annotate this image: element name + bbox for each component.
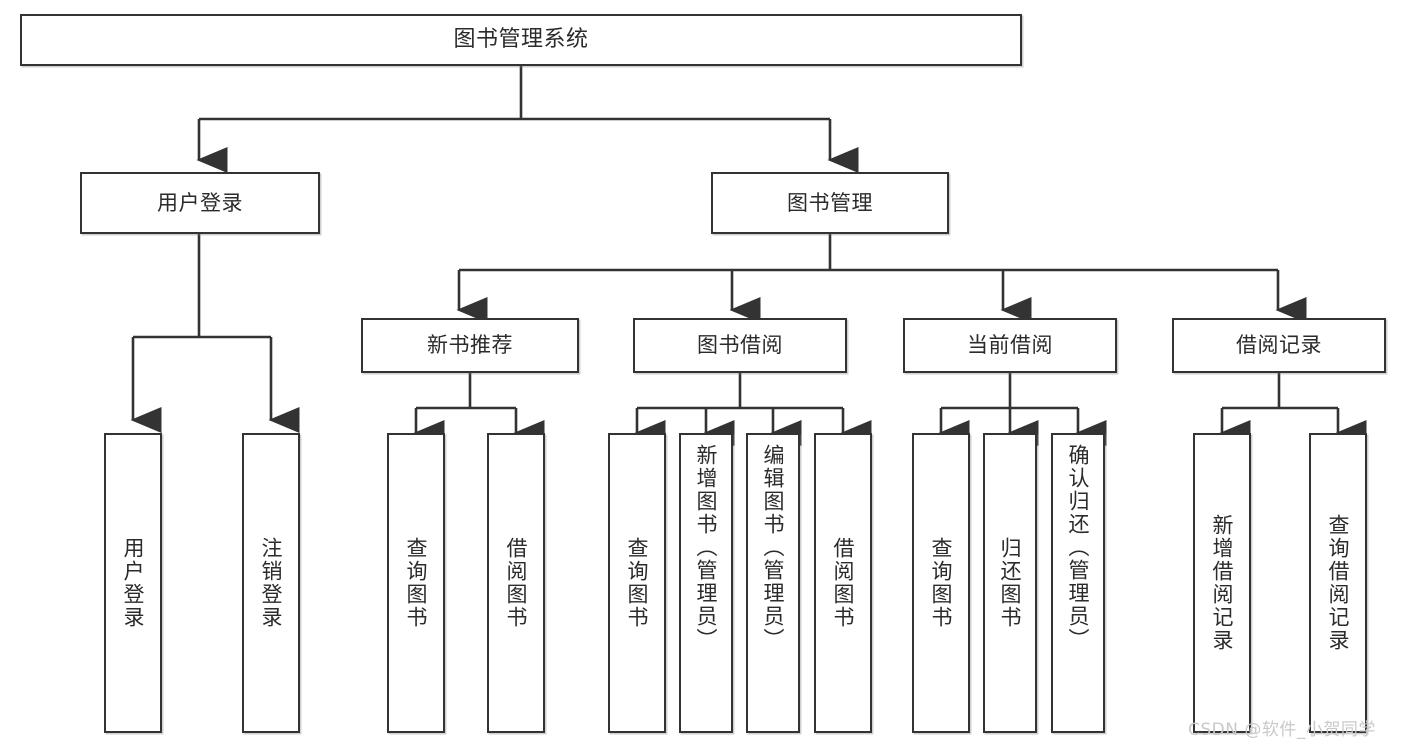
- node-label: 新增图书（管理员）: [694, 444, 719, 651]
- node-borrow-record[interactable]: 借阅记录: [1172, 318, 1386, 373]
- leaf-cb-query-book[interactable]: 查询图书: [912, 433, 970, 733]
- node-root-book-management-system[interactable]: 图书管理系统: [20, 14, 1022, 66]
- leaf-nb-query-book[interactable]: 查询图书: [387, 433, 445, 733]
- node-label: 图书管理: [787, 190, 873, 215]
- leaf-nb-borrow-book[interactable]: 借阅图书: [487, 433, 545, 733]
- leaf-bb-add-book-admin[interactable]: 新增图书（管理员）: [679, 433, 733, 733]
- node-label: 查询借阅记录: [1326, 514, 1351, 652]
- leaf-user-login[interactable]: 用户登录: [104, 433, 162, 733]
- node-new-book-recommend[interactable]: 新书推荐: [361, 318, 579, 373]
- leaf-bb-query-book[interactable]: 查询图书: [608, 433, 666, 733]
- node-label: 用户登录: [157, 190, 243, 215]
- node-label: 用户登录: [121, 537, 146, 629]
- node-label: 借阅记录: [1236, 333, 1322, 358]
- node-label: 借阅图书: [831, 537, 856, 629]
- node-label: 借阅图书: [504, 537, 529, 629]
- node-label: 当前借阅: [967, 333, 1053, 358]
- node-label: 注销登录: [259, 537, 284, 629]
- leaf-bb-edit-book-admin[interactable]: 编辑图书（管理员）: [746, 433, 800, 733]
- node-label: 查询图书: [929, 537, 954, 629]
- node-label: 归还图书: [998, 537, 1023, 629]
- leaf-cb-return-book[interactable]: 归还图书: [983, 433, 1037, 733]
- node-current-borrow[interactable]: 当前借阅: [903, 318, 1117, 373]
- leaf-logout[interactable]: 注销登录: [242, 433, 300, 733]
- leaf-br-add-record[interactable]: 新增借阅记录: [1193, 433, 1251, 733]
- node-label: 确认归还（管理员）: [1066, 444, 1091, 651]
- node-label: 编辑图书（管理员）: [761, 444, 786, 651]
- leaf-cb-confirm-return-admin[interactable]: 确认归还（管理员）: [1051, 433, 1105, 733]
- node-book-borrow[interactable]: 图书借阅: [633, 318, 847, 373]
- watermark-text: CSDN @软件_小贺同学: [1188, 720, 1376, 740]
- node-label: 图书借阅: [697, 333, 783, 358]
- leaf-br-query-record[interactable]: 查询借阅记录: [1309, 433, 1367, 733]
- node-label: 查询图书: [404, 537, 429, 629]
- node-label: 图书管理系统: [453, 27, 589, 53]
- node-user-login[interactable]: 用户登录: [80, 172, 320, 234]
- node-label: 新书推荐: [427, 333, 513, 358]
- node-label: 新增借阅记录: [1210, 514, 1235, 652]
- node-label: 查询图书: [625, 537, 650, 629]
- leaf-bb-borrow-book[interactable]: 借阅图书: [814, 433, 872, 733]
- node-book-management[interactable]: 图书管理: [711, 172, 949, 234]
